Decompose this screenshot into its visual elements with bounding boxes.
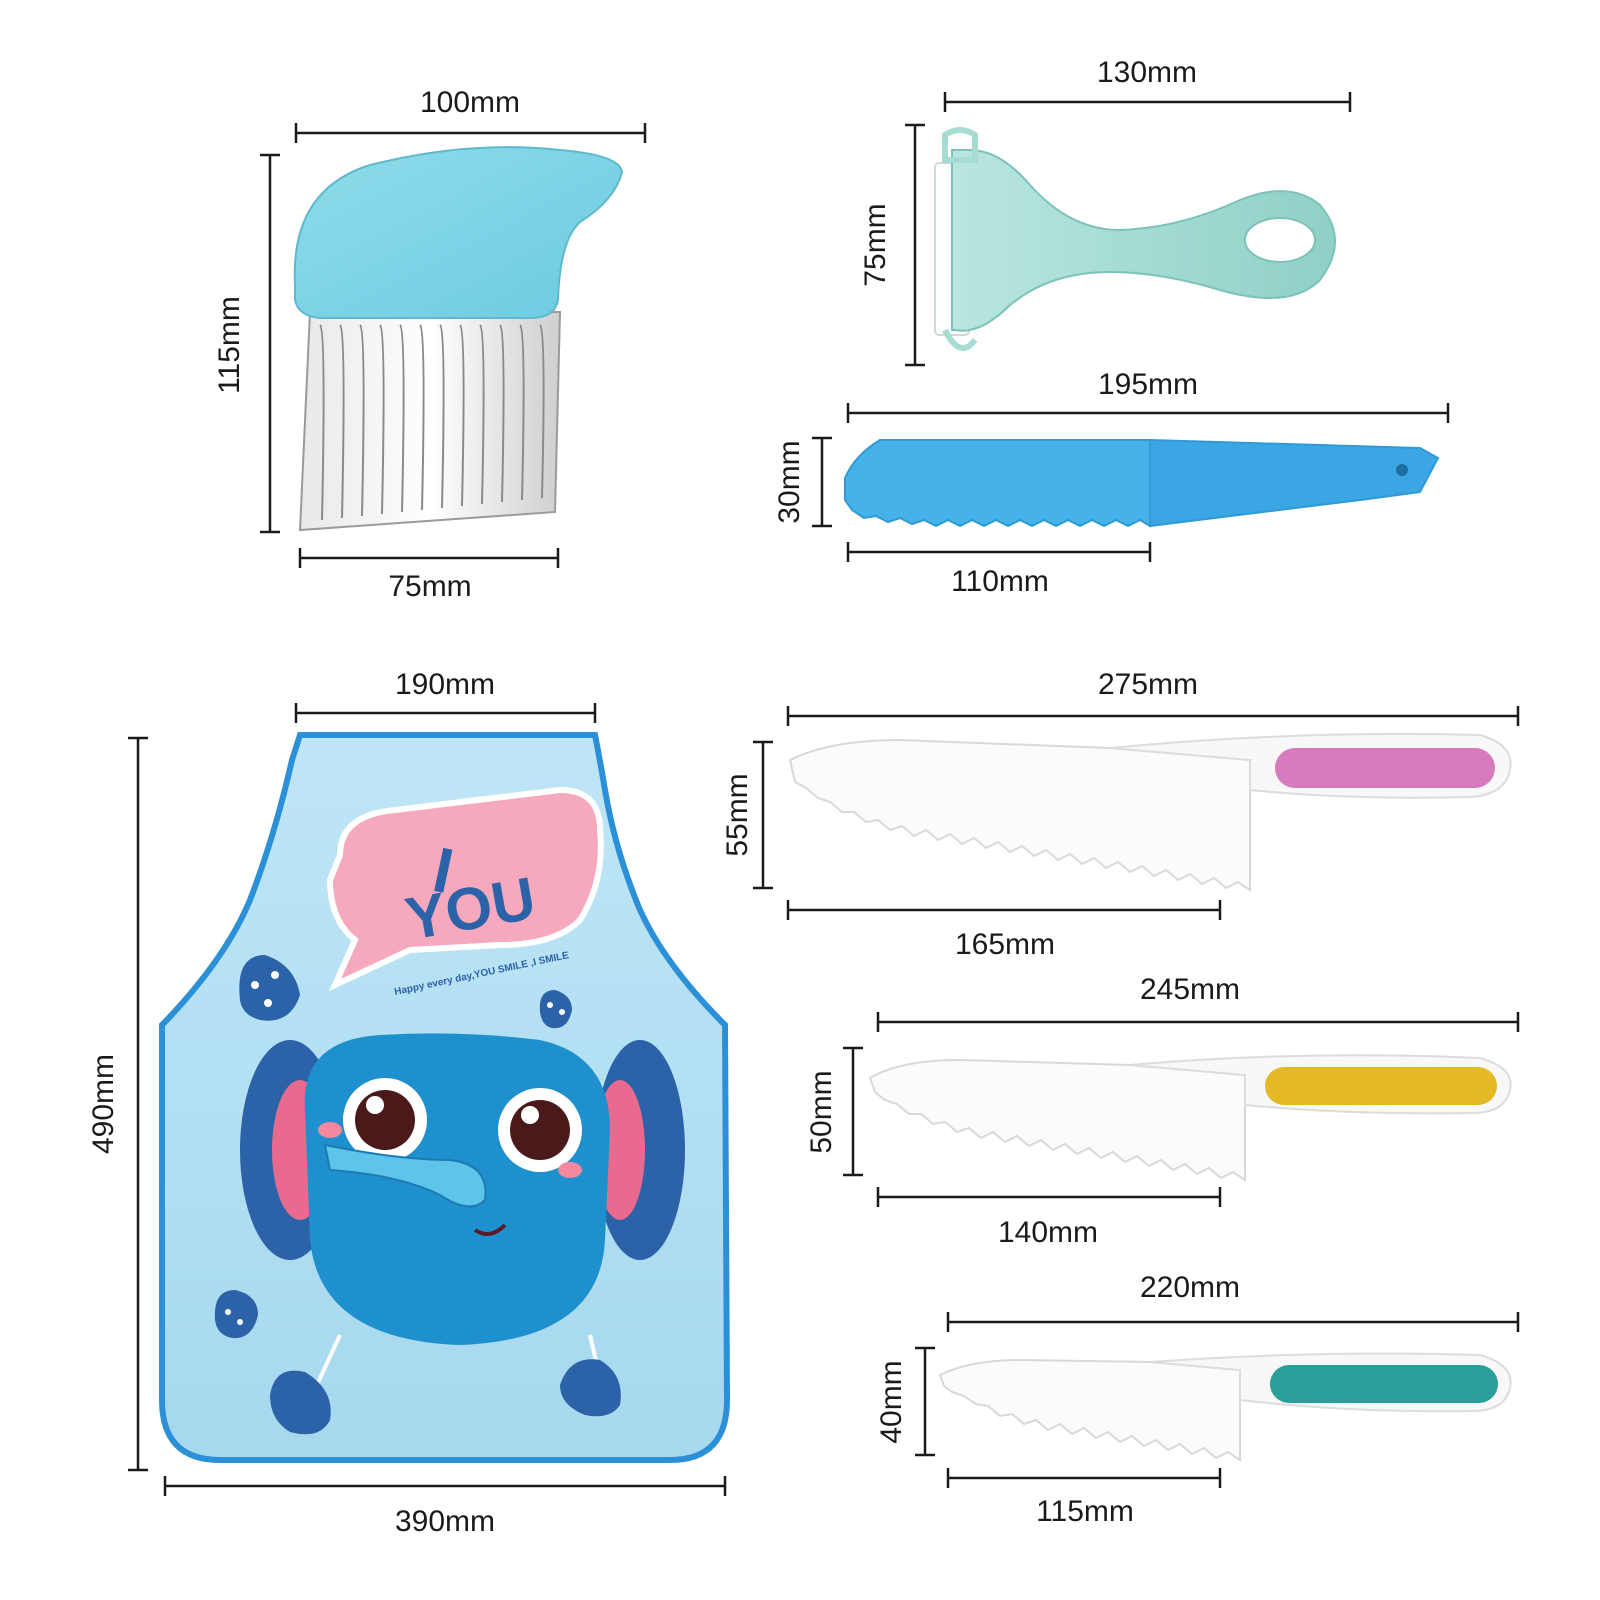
white-knife-small-blade	[938, 1358, 1241, 1462]
knife-medium-length-label: 245mm	[1139, 973, 1241, 1006]
knife-small-blade-label: 115mm	[1036, 1495, 1134, 1528]
peeler-width-label: 130mm	[1096, 56, 1198, 89]
cutter-blade-width-label: 75mm	[388, 570, 472, 603]
knife-small-length-label: 220mm	[1139, 1271, 1241, 1304]
apron-bottom-width-label: 390mm	[394, 1505, 496, 1538]
cutter-width-top-label: 100mm	[419, 86, 521, 119]
blue-knife-blade-label: 110mm	[951, 565, 1049, 598]
apron-height-label: 490mm	[87, 1053, 120, 1155]
decorative-dots	[214, 955, 572, 1339]
blue-knife	[844, 438, 1440, 528]
cutter-height-label: 115mm	[213, 296, 246, 394]
knife-large-length-label: 275mm	[1097, 668, 1199, 701]
peeler-hang-hole	[1244, 217, 1316, 263]
crinkle-cutter-blade	[298, 311, 562, 532]
elephant-illustration	[240, 1033, 685, 1435]
blue-knife-handle	[1149, 438, 1440, 528]
knife-large-height-label: 55mm	[721, 773, 754, 857]
blue-knife-length-label: 195mm	[1097, 368, 1199, 401]
white-knife-large	[788, 732, 1512, 892]
knife-medium-blade-label: 140mm	[997, 1216, 1099, 1249]
peeler-handle	[951, 149, 1336, 332]
blue-knife-height-label: 30mm	[773, 440, 806, 524]
white-knife-small-grip	[1270, 1365, 1498, 1403]
white-knife-large-blade	[788, 738, 1251, 892]
blue-knife-hole	[1396, 464, 1408, 476]
white-knife-medium	[868, 1054, 1512, 1182]
apron	[159, 732, 731, 1463]
knife-medium-height-label: 50mm	[805, 1070, 838, 1154]
knife-large-blade-label: 165mm	[954, 928, 1056, 961]
knife-small-height-label: 40mm	[875, 1360, 908, 1444]
speech-bubble	[326, 786, 604, 992]
apron-top-width-label: 190mm	[394, 668, 496, 701]
crinkle-cutter-handle	[293, 146, 624, 319]
dimension-lines	[128, 92, 1520, 1496]
blue-knife-blade	[844, 439, 1151, 528]
white-knife-medium-blade	[868, 1058, 1246, 1182]
crinkle-cutter	[293, 146, 624, 532]
peeler	[934, 127, 1336, 351]
white-knife-medium-grip	[1265, 1067, 1497, 1105]
peeler-height-label: 75mm	[859, 203, 892, 287]
white-knife-small	[938, 1352, 1512, 1462]
white-knife-large-grip	[1275, 748, 1495, 788]
